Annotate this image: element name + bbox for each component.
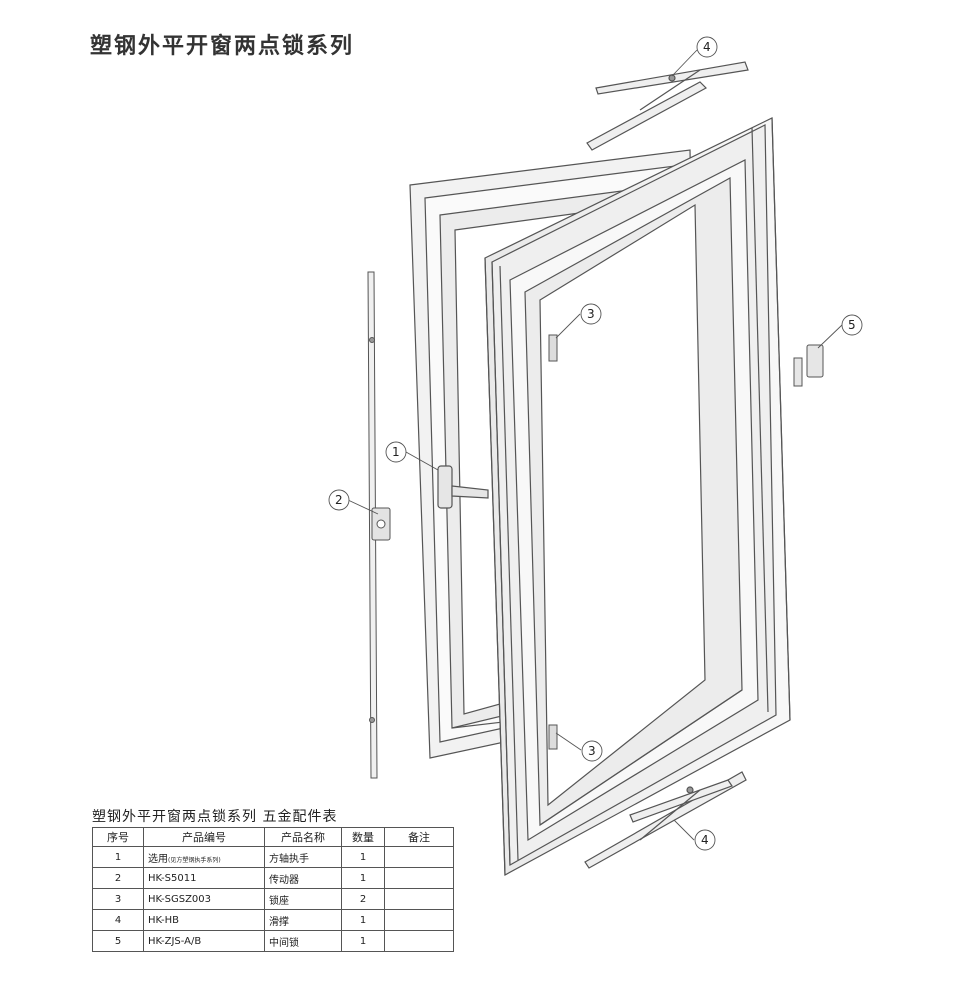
cell-code-main: 选用	[148, 853, 168, 865]
transmission-bar-part	[367, 271, 391, 779]
callouts	[328, 36, 863, 851]
cell-qty: 1	[341, 867, 385, 889]
header-note: 备注	[384, 827, 454, 847]
cell-name: 滑撑	[264, 909, 342, 931]
header-code: 产品编号	[143, 827, 265, 847]
cell-note	[384, 909, 454, 931]
cell-qty: 1	[341, 930, 385, 952]
callout-label-4b: 4	[701, 833, 709, 847]
callout-label-3a: 3	[587, 307, 595, 321]
cell-name: 锁座	[264, 888, 342, 910]
friction-stay-top	[586, 61, 749, 151]
cell-no: 3	[92, 888, 144, 910]
table-row: 5 HK-ZJS-A/B 中间锁 1	[92, 930, 454, 952]
cell-name: 中间锁	[264, 930, 342, 952]
cell-no: 5	[92, 930, 144, 952]
table-row: 3 HK-SGSZ003 锁座 2	[92, 888, 454, 910]
header-name: 产品名称	[264, 827, 342, 847]
cell-code: HK-S5011	[143, 867, 265, 889]
callout-label-5: 5	[848, 318, 856, 332]
cell-code-note: (见方塑钢执手系列)	[168, 856, 221, 864]
cell-code: HK-HB	[143, 909, 265, 931]
callout-circle-4a	[696, 36, 718, 58]
header-qty: 数量	[341, 827, 385, 847]
cell-note	[384, 867, 454, 889]
callout-label-1: 1	[392, 445, 400, 459]
handle-part	[437, 465, 489, 509]
cell-name: 方轴执手	[264, 846, 342, 868]
callout-circle-5	[841, 314, 863, 336]
cell-code: HK-SGSZ003	[143, 888, 265, 910]
lock-seat-parts	[548, 334, 558, 750]
table-title: 塑钢外平开窗两点锁系列 五金配件表	[92, 809, 338, 825]
cell-no: 1	[92, 846, 144, 868]
friction-stay-bottom	[584, 771, 747, 869]
callout-circle-2	[328, 489, 350, 511]
cell-note	[384, 930, 454, 952]
cell-qty: 1	[341, 909, 385, 931]
cell-note	[384, 846, 454, 868]
callout-circle-4b	[694, 829, 716, 851]
callout-label-2: 2	[335, 493, 343, 507]
callout-circle-3b	[581, 740, 603, 762]
middle-lock-part	[793, 344, 824, 387]
callout-circle-3a	[580, 303, 602, 325]
cell-code: 选用(见方塑钢执手系列)	[143, 846, 265, 868]
table-header-row: 序号 产品编号 产品名称 数量 备注	[92, 827, 454, 847]
table-row: 4 HK-HB 滑撑 1	[92, 909, 454, 931]
callout-label-4a: 4	[703, 40, 711, 54]
table-row: 2 HK-S5011 传动器 1	[92, 867, 454, 889]
callout-circle-1	[385, 441, 407, 463]
header-no: 序号	[92, 827, 144, 847]
table-row: 1 选用(见方塑钢执手系列) 方轴执手 1	[92, 846, 454, 868]
cell-no: 4	[92, 909, 144, 931]
window-sash	[484, 117, 791, 876]
cell-code: HK-ZJS-A/B	[143, 930, 265, 952]
parts-table: 序号 产品编号 产品名称 数量 备注 1 选用(见方塑钢执手系列) 方轴执手 1…	[92, 827, 454, 952]
page-title: 塑钢外平开窗两点锁系列	[90, 34, 355, 59]
cell-no: 2	[92, 867, 144, 889]
cell-qty: 2	[341, 888, 385, 910]
cell-name: 传动器	[264, 867, 342, 889]
callout-label-3b: 3	[588, 744, 596, 758]
cell-note	[384, 888, 454, 910]
cell-qty: 1	[341, 846, 385, 868]
